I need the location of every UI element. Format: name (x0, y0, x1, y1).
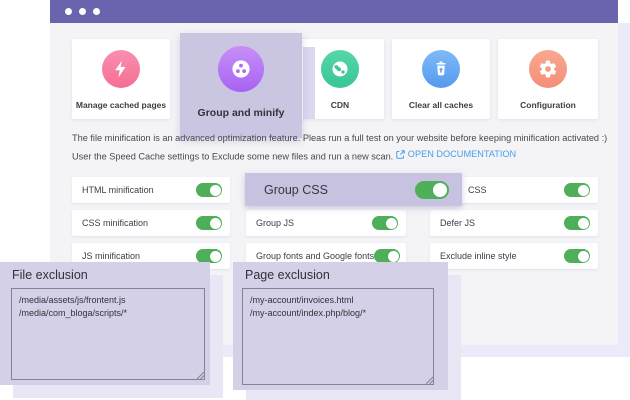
toggle-group-js[interactable] (372, 216, 398, 230)
toggle-group-fonts[interactable] (374, 249, 401, 263)
toggle-css-minification[interactable] (196, 216, 222, 230)
toggle-group-css[interactable] (415, 180, 449, 199)
open-documentation-label: OPEN DOCUMENTATION (407, 148, 517, 159)
row-label: Exclude inline style (440, 251, 517, 261)
toggle-defer-css[interactable] (564, 183, 590, 197)
toggle-html-minification[interactable] (196, 183, 222, 197)
resize-handle-icon[interactable] (196, 371, 205, 380)
row-label: CSS (468, 185, 487, 195)
group-icon (218, 46, 264, 92)
window-dot (65, 8, 72, 15)
gear-icon (529, 50, 567, 88)
file-exclusion-title: File exclusion (12, 268, 88, 282)
page-exclusion-textarea[interactable]: /my-account/invoices.html /my-account/in… (242, 288, 434, 385)
row-label: Group fonts and Google fonts (256, 251, 375, 261)
row-label: Group JS (256, 218, 295, 228)
lightning-icon (102, 50, 140, 88)
file-exclusion-panel: File exclusion /media/assets/js/frontent… (0, 262, 210, 385)
window-titlebar (50, 0, 618, 23)
tab-manage-cached-pages[interactable]: Manage cached pages (72, 39, 170, 119)
row-defer-js: Defer JS (430, 210, 598, 236)
row-exclude-inline-style: Exclude inline style (430, 243, 598, 269)
row-css-minification: CSS minification (72, 210, 230, 236)
toggle-exclude-inline-style[interactable] (564, 249, 590, 263)
tab-configuration[interactable]: Configuration (498, 39, 598, 119)
row-html-minification: HTML minification (72, 177, 230, 203)
row-label: Defer JS (440, 218, 476, 228)
trash-icon (422, 50, 460, 88)
page-exclusion-title: Page exclusion (245, 268, 330, 282)
description-line1: The file minification is an advanced opt… (72, 133, 608, 143)
window-dot (93, 8, 100, 15)
tab-label: Clear all caches (408, 100, 474, 110)
file-exclusion-textarea[interactable]: /media/assets/js/frontent.js /media/com_… (11, 288, 205, 380)
page-exclusion-panel: Page exclusion /my-account/invoices.html… (233, 262, 448, 390)
tab-label: CDN (330, 100, 350, 110)
row-label: CSS minification (82, 218, 149, 228)
open-documentation-link[interactable]: OPEN DOCUMENTATION (396, 147, 516, 163)
description-line2-text: User the Speed Cache settings to Exclude… (72, 150, 394, 161)
group-css-callout: Group CSS (245, 173, 462, 206)
callout-label: Group CSS (264, 182, 328, 197)
window-dot (79, 8, 86, 15)
globe-icon (321, 50, 359, 88)
row-group-js: Group JS (246, 210, 406, 236)
toggle-js-minification[interactable] (196, 249, 222, 263)
tab-clear-all-caches[interactable]: Clear all caches (392, 39, 490, 119)
tab-label: Manage cached pages (75, 100, 167, 110)
tab-group-and-minify-active[interactable]: Group and minify (180, 33, 302, 138)
external-link-icon (396, 150, 405, 159)
active-tab-edge (303, 47, 315, 119)
row-label: JS minification (82, 251, 141, 261)
resize-handle-icon[interactable] (425, 376, 434, 385)
description-line2: User the Speed Cache settings to Exclude… (72, 147, 607, 165)
tab-label: Configuration (520, 100, 576, 110)
row-label: HTML minification (82, 185, 154, 195)
toggle-defer-js[interactable] (564, 216, 590, 230)
tab-label: Group and minify (197, 107, 285, 119)
description: The file minification is an advanced opt… (72, 131, 607, 164)
